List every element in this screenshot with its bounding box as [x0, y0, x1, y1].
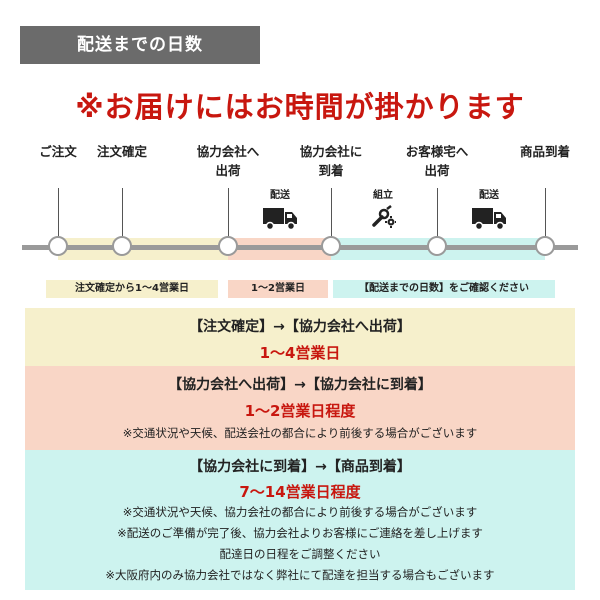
step-label-arrive-partner: 協力会社に到着 — [299, 144, 363, 178]
note-text: ※交通状況や天候、配送会社の都合により前後する場合がございます — [122, 426, 478, 440]
days-text: 1〜2営業日程度 — [244, 402, 356, 420]
icon-label: 配送 — [479, 190, 499, 201]
timeline-node-ship-partner — [218, 236, 238, 256]
step-label-confirm: 注文確定 — [96, 144, 148, 159]
step-label-order: ご注文 — [39, 144, 77, 159]
connector-line — [122, 188, 123, 246]
route-text: 【注文確定】→【協力会社へ出荷】 — [189, 319, 411, 335]
period-label-order: 注文確定から1〜4営業日 — [46, 280, 218, 298]
icon-group-ship: 配送 — [262, 186, 298, 234]
period-label-transit: 1〜2営業日 — [228, 280, 328, 298]
timeline-node-arrival — [535, 236, 555, 256]
icon-label: 配送 — [270, 190, 290, 201]
timeline-node-ship-customer — [427, 236, 447, 256]
connector-line — [58, 188, 59, 246]
route-text: 【協力会社に到着】→【商品到着】 — [189, 459, 411, 475]
step-label-ship-customer: お客様宅へ出荷 — [405, 144, 469, 178]
timeline-axis — [22, 245, 578, 250]
delivery-warning: ※お届けにはお時間が掛かります — [75, 90, 525, 124]
truck-icon — [262, 208, 298, 234]
truck-icon — [471, 208, 507, 234]
route-text: 【協力会社へ出荷】→【協力会社に到着】 — [168, 377, 432, 393]
note-text: ※配送のご準備が完了後、協力会社よりお客様にご連絡を差し上げます — [117, 526, 483, 540]
step-label-arrival: 商品到着 — [519, 144, 571, 159]
days-text: 1〜4営業日 — [259, 344, 341, 362]
section-header: 配送までの日数 — [20, 26, 260, 64]
timeline-node-arrive-partner — [321, 236, 341, 256]
icon-group-delivery: 配送 — [471, 186, 507, 234]
connector-line — [545, 188, 546, 246]
detail-box-transit: 【協力会社へ出荷】→【協力会社に到着】 1〜2営業日程度 ※交通状況や天候、配送… — [25, 366, 575, 450]
icon-label: 組立 — [373, 190, 393, 201]
connector-line — [331, 188, 332, 246]
note-text: ※交通状況や天候、協力会社の都合により前後する場合がございます — [122, 505, 478, 519]
connector-line — [228, 188, 229, 246]
icon-group-assembly: 組立 — [370, 186, 396, 232]
timeline-node-order — [48, 236, 68, 256]
note-text: 配達日の日程をご調整ください — [219, 547, 381, 561]
days-text: 7〜14営業日程度 — [239, 483, 361, 501]
step-label-ship-partner: 協力会社へ出荷 — [196, 144, 260, 178]
note-text: ※大阪府内のみ協力会社ではなく弊社にて配達を担当する場合もございます — [105, 568, 495, 582]
tools-icon — [370, 205, 396, 232]
detail-box-delivery: 【協力会社に到着】→【商品到着】 7〜14営業日程度 ※交通状況や天候、協力会社… — [25, 450, 575, 590]
detail-box-order: 【注文確定】→【協力会社へ出荷】 1〜4営業日 — [25, 308, 575, 366]
connector-line — [437, 188, 438, 246]
timeline-node-confirm — [112, 236, 132, 256]
period-label-delivery: 【配送までの日数】をご確認ください — [333, 280, 555, 298]
